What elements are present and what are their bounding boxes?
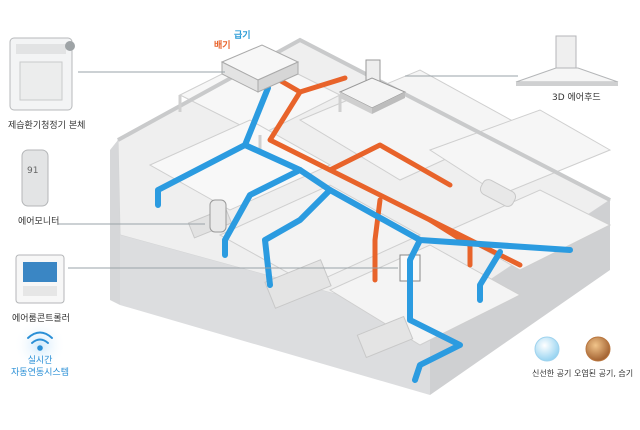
polluted-air-legend-icon [585,336,611,362]
hood-product [515,35,619,86]
bed [356,315,414,359]
bed [264,259,332,309]
hood-label: 3D 에어후드 [552,93,601,103]
air-monitor-in-room [209,199,227,233]
realtime-line-2: 자동연동시스템 [11,368,69,378]
fresh-air-legend-label: 신선한 공기 [532,369,572,378]
controller-label: 에어룸콘트롤러 [12,314,70,324]
controller-product [15,254,65,304]
monitor-display-value: 91 [27,166,39,176]
polluted-air-legend-label: 오염된 공기, 습기 [574,369,634,378]
fresh-air-legend-icon [534,336,560,362]
air-monitor-label: 에어모니터 [18,217,60,227]
ventilation-unit-ceiling [220,44,300,93]
realtime-glow [14,319,66,371]
main-unit-product [9,37,75,111]
wifi-icon [27,331,53,351]
main-unit-label: 제습환기청정기 본체 [8,121,86,131]
realtime-system-label: 실시간 자동연동시스템 [6,355,74,379]
realtime-line-1: 실시간 [27,356,53,366]
bathtub [479,179,517,207]
air-monitor-product [21,149,49,207]
exhaust-tag: 배기 [214,41,231,51]
range-hood-3d [338,59,407,114]
supply-tag: 급기 [234,31,251,41]
